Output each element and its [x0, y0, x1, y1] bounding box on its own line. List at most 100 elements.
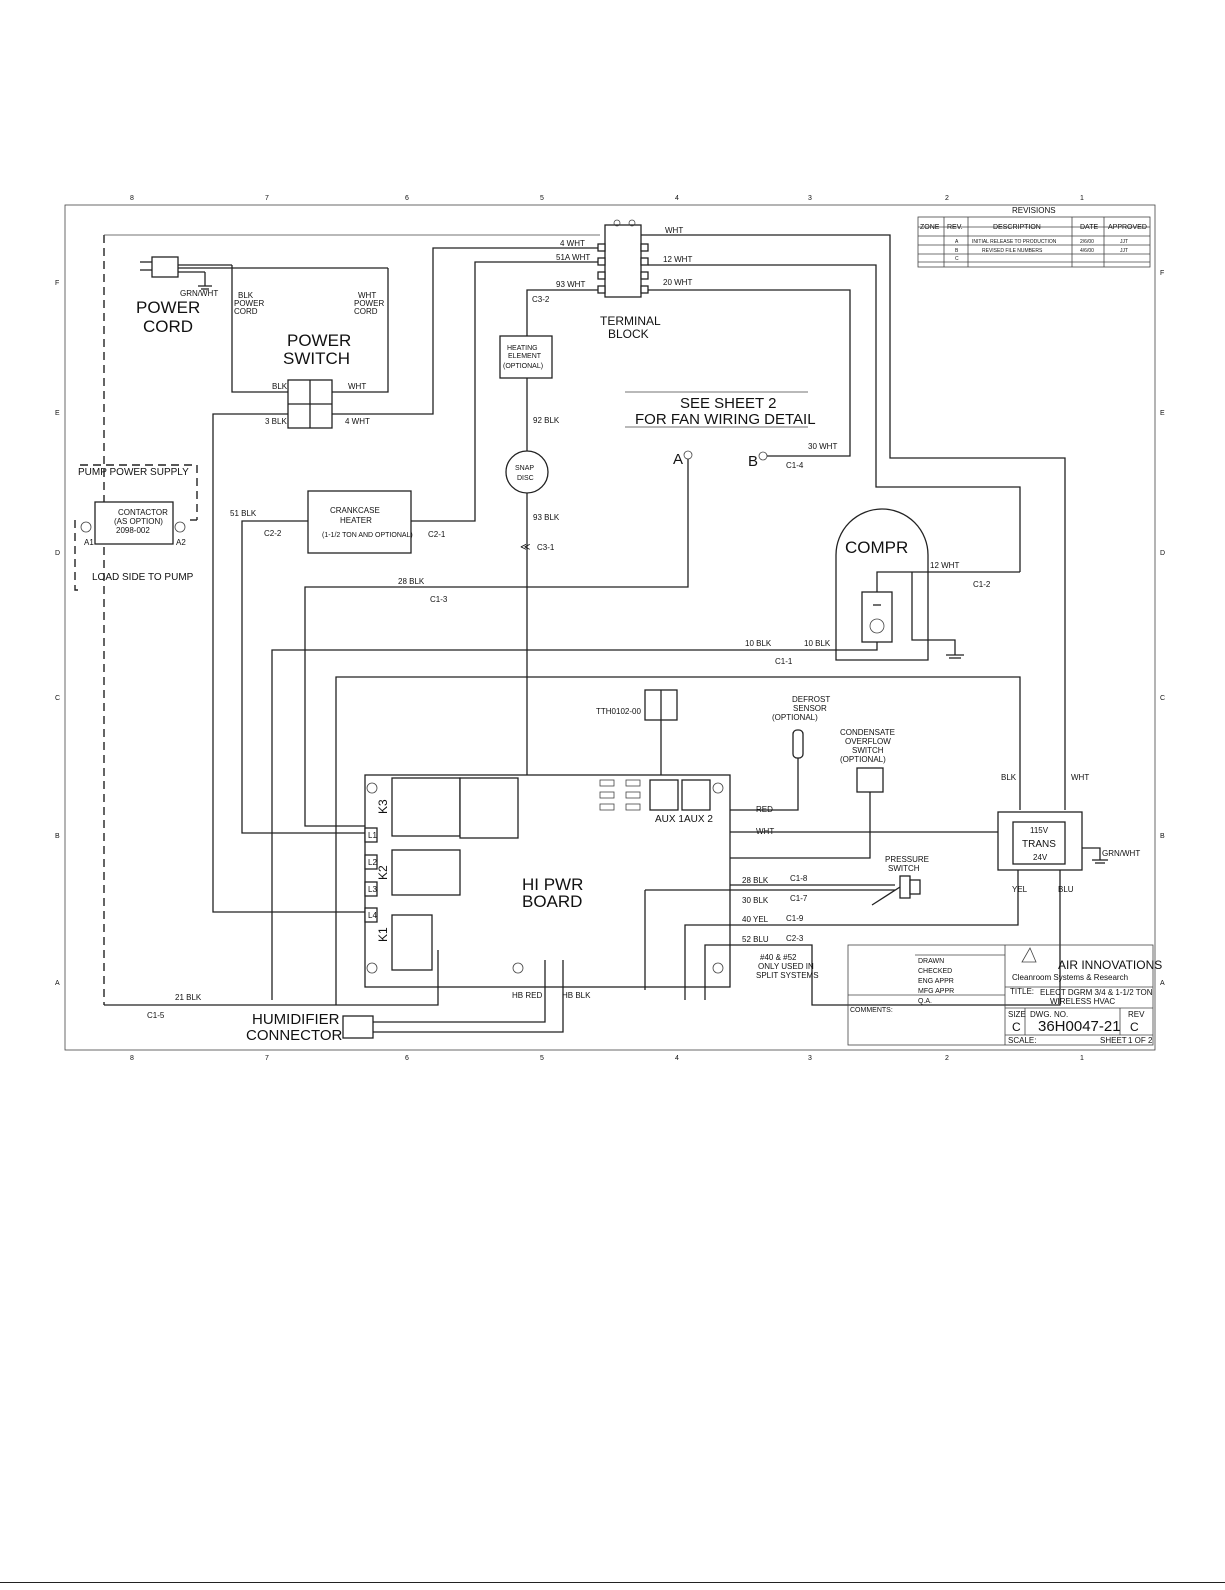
- diagram-label: 30 BLK: [742, 896, 769, 905]
- diagram-label: 4 WHT: [560, 239, 585, 248]
- wire-21-blk: [104, 950, 439, 1006]
- drawing-number: 36H0047-21: [1038, 1018, 1121, 1035]
- wire-12-wht: [648, 264, 1021, 572]
- diagram-label: POWER: [234, 299, 264, 308]
- revisions-table: REVISIONS ZONE REV. DESCRIPTION DATE APP…: [917, 206, 1151, 268]
- diagram-label: C2-2: [264, 529, 282, 538]
- diagram-label: SEE SHEET 2: [680, 395, 776, 412]
- diagram-label: (AS OPTION): [114, 517, 163, 526]
- diagram-label: A: [1160, 980, 1165, 987]
- diagram-label: SWITCH: [888, 864, 920, 873]
- diagram-label: ELECT DGRM 3/4 & 1-1/2 TON: [1040, 988, 1153, 997]
- diagram-label: 2098-002: [116, 526, 150, 535]
- diagram-label: A1: [84, 538, 94, 547]
- diagram-label: YEL: [1012, 885, 1028, 894]
- zone-rows-left: F E D C B A: [55, 280, 60, 987]
- point-a-label: A: [673, 451, 683, 468]
- diagram-label: 6: [405, 195, 409, 202]
- power-switch: POWER SWITCH: [283, 331, 351, 429]
- transformer: 115V TRANS 24V: [997, 811, 1083, 871]
- wire-93-wht: [526, 289, 598, 336]
- diagram-label: F: [55, 280, 59, 287]
- diagram-label: C1-2: [973, 580, 991, 589]
- ground-icon: [1092, 859, 1108, 864]
- diagram-label: WHT: [348, 382, 366, 391]
- diagram-label: HB RED: [512, 991, 542, 1000]
- diagram-label: B: [55, 833, 60, 840]
- diagram-label: 28 BLK: [398, 577, 425, 586]
- diagram-label: K1: [376, 927, 390, 942]
- diagram-label: DESCRIPTION: [993, 224, 1041, 231]
- diagram-label: C2-1: [428, 530, 446, 539]
- diagram-label: 7: [265, 195, 269, 202]
- diagram-label: APPROVED: [1108, 224, 1147, 231]
- diagram-label: DWG. NO.: [1030, 1010, 1068, 1019]
- diagram-label: POWER: [354, 299, 384, 308]
- wire-label-grn-wht: GRN/WHT: [180, 289, 218, 298]
- diagram-label: 1: [1080, 1055, 1084, 1062]
- hi-pwr-board: HI PWR BOARD K3 K2 K1 L1 L2 L3 L4 AUX 1 …: [364, 774, 731, 988]
- diagram-label: C2-3: [786, 934, 804, 943]
- diagram-label: SIZE: [1008, 1010, 1026, 1019]
- diagram-label: 24V: [1033, 853, 1048, 862]
- diagram-label: DEFROST: [792, 695, 830, 704]
- zone-rows-right: F E D C B A: [1160, 270, 1165, 987]
- diagram-label: MFG APPR: [918, 988, 954, 995]
- terminal-block: TERMINAL BLOCK: [597, 219, 661, 341]
- diagram-label: CORD: [354, 307, 378, 316]
- diagram-label: 93 BLK: [533, 513, 560, 522]
- diagram-label: WHT: [1071, 773, 1089, 782]
- wire-12-wht-compr: [876, 571, 1020, 592]
- diagram-label: C1-3: [430, 595, 448, 604]
- diagram-label: SNAP: [515, 465, 534, 472]
- company-name: AIR INNOVATIONS: [1058, 958, 1162, 972]
- diagram-label: C3-2: [532, 295, 550, 304]
- diagram-label: C1-5: [147, 1011, 165, 1020]
- diagram-label: 51A WHT: [556, 253, 590, 262]
- diagram-label: WHT: [665, 226, 683, 235]
- diagram-label: PRESSURE: [885, 855, 929, 864]
- diagram-label: (OPTIONAL): [772, 713, 818, 722]
- ground-icon: [946, 654, 964, 659]
- diagram-label: ZONE: [920, 224, 940, 231]
- diagram-label: C: [1012, 1020, 1021, 1034]
- diagram-label: CORD: [143, 317, 193, 336]
- wire-compr-ground: [911, 572, 956, 655]
- title-block: DRAWN CHECKED ENG APPR MFG APPR Q.A. COM…: [847, 944, 1162, 1046]
- diagram-label: D: [55, 550, 60, 557]
- point-b-terminal: [758, 451, 768, 461]
- diagram-label: C1-8: [790, 874, 808, 883]
- diagram-label: AUX 2: [684, 814, 713, 825]
- diagram-label: 30 WHT: [808, 442, 837, 451]
- diagram-label: 28 BLK: [742, 876, 769, 885]
- diagram-label: 92 BLK: [533, 416, 560, 425]
- diagram-label: BLOCK: [608, 327, 649, 341]
- diagram-label: 5: [540, 1055, 544, 1062]
- diagram-label: PUMP POWER SUPPLY: [78, 467, 189, 478]
- diagram-label: C: [955, 256, 959, 262]
- company-logo-icon: [1021, 947, 1037, 963]
- diagram-label: TRANS: [1022, 839, 1056, 850]
- diagram-label: SWITCH: [852, 746, 884, 755]
- diagram-label: ELEMENT: [508, 353, 542, 360]
- diagram-label: (OPTIONAL): [840, 755, 886, 764]
- diagram-label: HI PWR: [522, 875, 583, 894]
- wire-4-wht: [332, 247, 598, 415]
- diagram-label: REV.: [947, 224, 963, 231]
- diagram-label: BLU: [1058, 885, 1074, 894]
- diagram-label: 3: [808, 195, 812, 202]
- diagram-label: 52 BLU: [742, 935, 769, 944]
- diagram-label: C1-4: [786, 461, 804, 470]
- diagram-label: K2: [376, 865, 390, 880]
- diagram-label: HEATER: [340, 516, 372, 525]
- diagram-label: C: [1130, 1020, 1139, 1034]
- diagram-label: FOR FAN WIRING DETAIL: [635, 411, 816, 428]
- diagram-label: JJT: [1120, 239, 1128, 245]
- diagram-label: 2: [945, 195, 949, 202]
- diagram-label: K3: [376, 799, 390, 814]
- diagram-label: C3-1: [537, 543, 555, 552]
- point-b-label: B: [748, 453, 758, 470]
- pressure-switch: PRESSURE SWITCH: [871, 855, 929, 906]
- diagram-label: B: [1160, 833, 1165, 840]
- zone-columns-bottom: 8 7 6 5 4 3 2 1: [130, 1055, 1084, 1062]
